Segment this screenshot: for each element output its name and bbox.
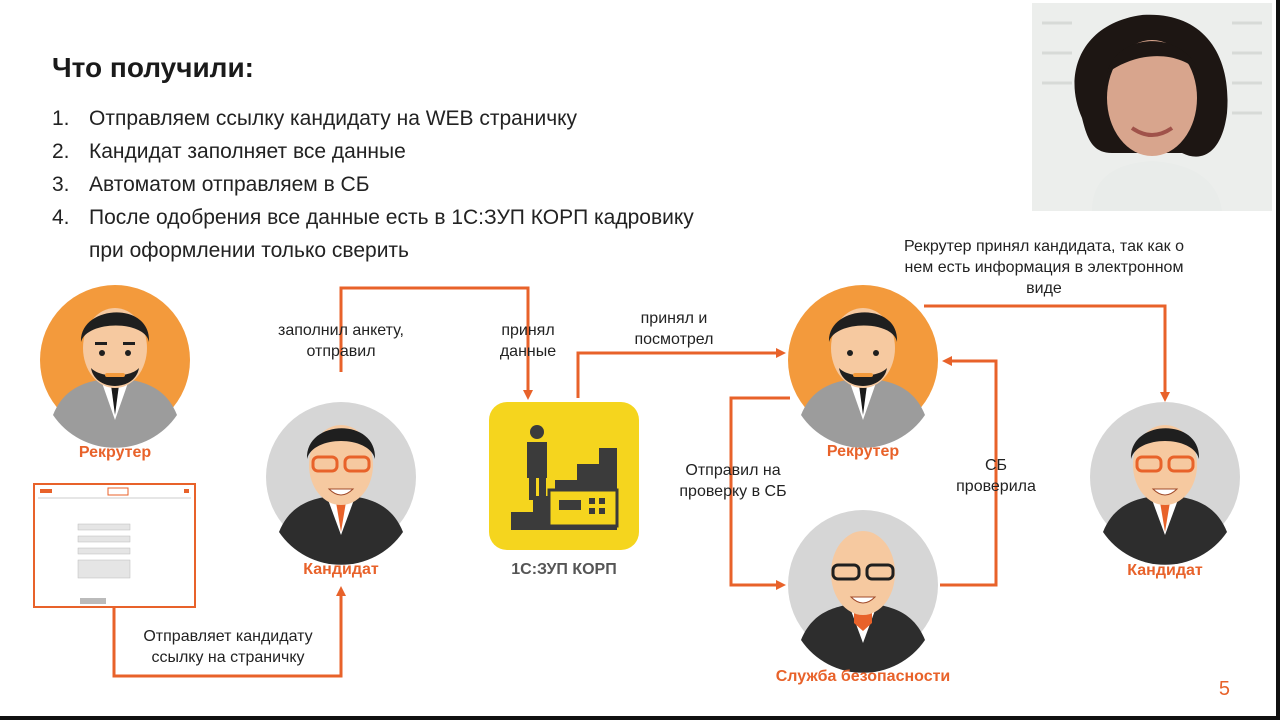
recruiter-avatar-left [40,285,190,448]
system-1c-icon [489,402,639,550]
arrow-recruiter-to-security [729,396,790,590]
step-number: 3. [52,173,70,196]
step-number: 2. [52,140,70,163]
label-sb-checked: СБ проверила [956,457,1036,495]
arrow-candidate-to-system [339,286,533,400]
step-text: Отправляем ссылку кандидату на WEB стран… [89,107,578,130]
step-item: 4. После одобрения все данные есть в 1С:З… [52,201,712,267]
label-sent-to-check: Отправил на проверку в СБ [679,462,787,500]
role-recruiter-right: Рекрутер [826,443,900,460]
steps-list: 1. Отправляем ссылку кандидату на WEB стр… [52,102,712,267]
arrow-security-to-recruiter [940,356,998,587]
step-item: 1. Отправляем ссылку кандидату на WEB стр… [52,102,712,135]
step-number: 1. [52,107,70,130]
recruiter-avatar-right [788,285,938,448]
role-security: Служба безопасности [775,668,951,685]
candidate-avatar-right [1090,402,1240,565]
label-sends-link: Отправляет кандидату ссылку на страничку [143,628,313,666]
arrow-recruiter-to-candidate [924,304,1170,402]
security-avatar [788,510,938,673]
step-item: 3. Автоматом отправляем в СБ [52,168,712,201]
step-text: После одобрения все данные есть в 1С:ЗУП… [89,206,694,262]
role-candidate-left: Кандидат [303,561,379,578]
arrow-system-to-recruiter [576,348,786,398]
role-candidate-right: Кандидат [1127,562,1203,579]
candidate-avatar-left [266,402,416,565]
label-recruiter-accepted: Рекрутер принял кандидата, так как о нем… [903,238,1185,297]
slide-title: Что получили: [52,52,255,83]
label-received-data: принял данные [499,322,557,360]
page-number: 5 [1218,678,1230,700]
web-form-thumbnail [33,483,196,608]
step-number: 4. [52,206,70,229]
step-item: 2. Кандидат заполняет все данные [52,135,712,168]
step-text: Кандидат заполняет все данные [89,140,406,163]
role-recruiter-left: Рекрутер [78,444,152,461]
presenter-photo [1032,3,1272,211]
label-viewed: принял и посмотрел [634,310,714,348]
arrow-link-to-candidate [112,586,346,678]
label-filled-form: заполнил анкету, отправил [278,322,404,360]
step-text: Автоматом отправляем в СБ [89,173,370,196]
role-system: 1С:ЗУП КОРП [511,561,617,578]
